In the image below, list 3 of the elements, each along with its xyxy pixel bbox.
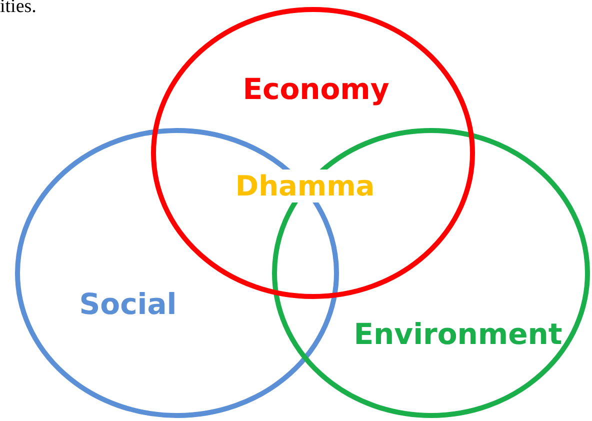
circle-label: Environment (354, 317, 562, 351)
circle-label: Economy (242, 72, 390, 106)
circle-label: Social (79, 287, 177, 321)
